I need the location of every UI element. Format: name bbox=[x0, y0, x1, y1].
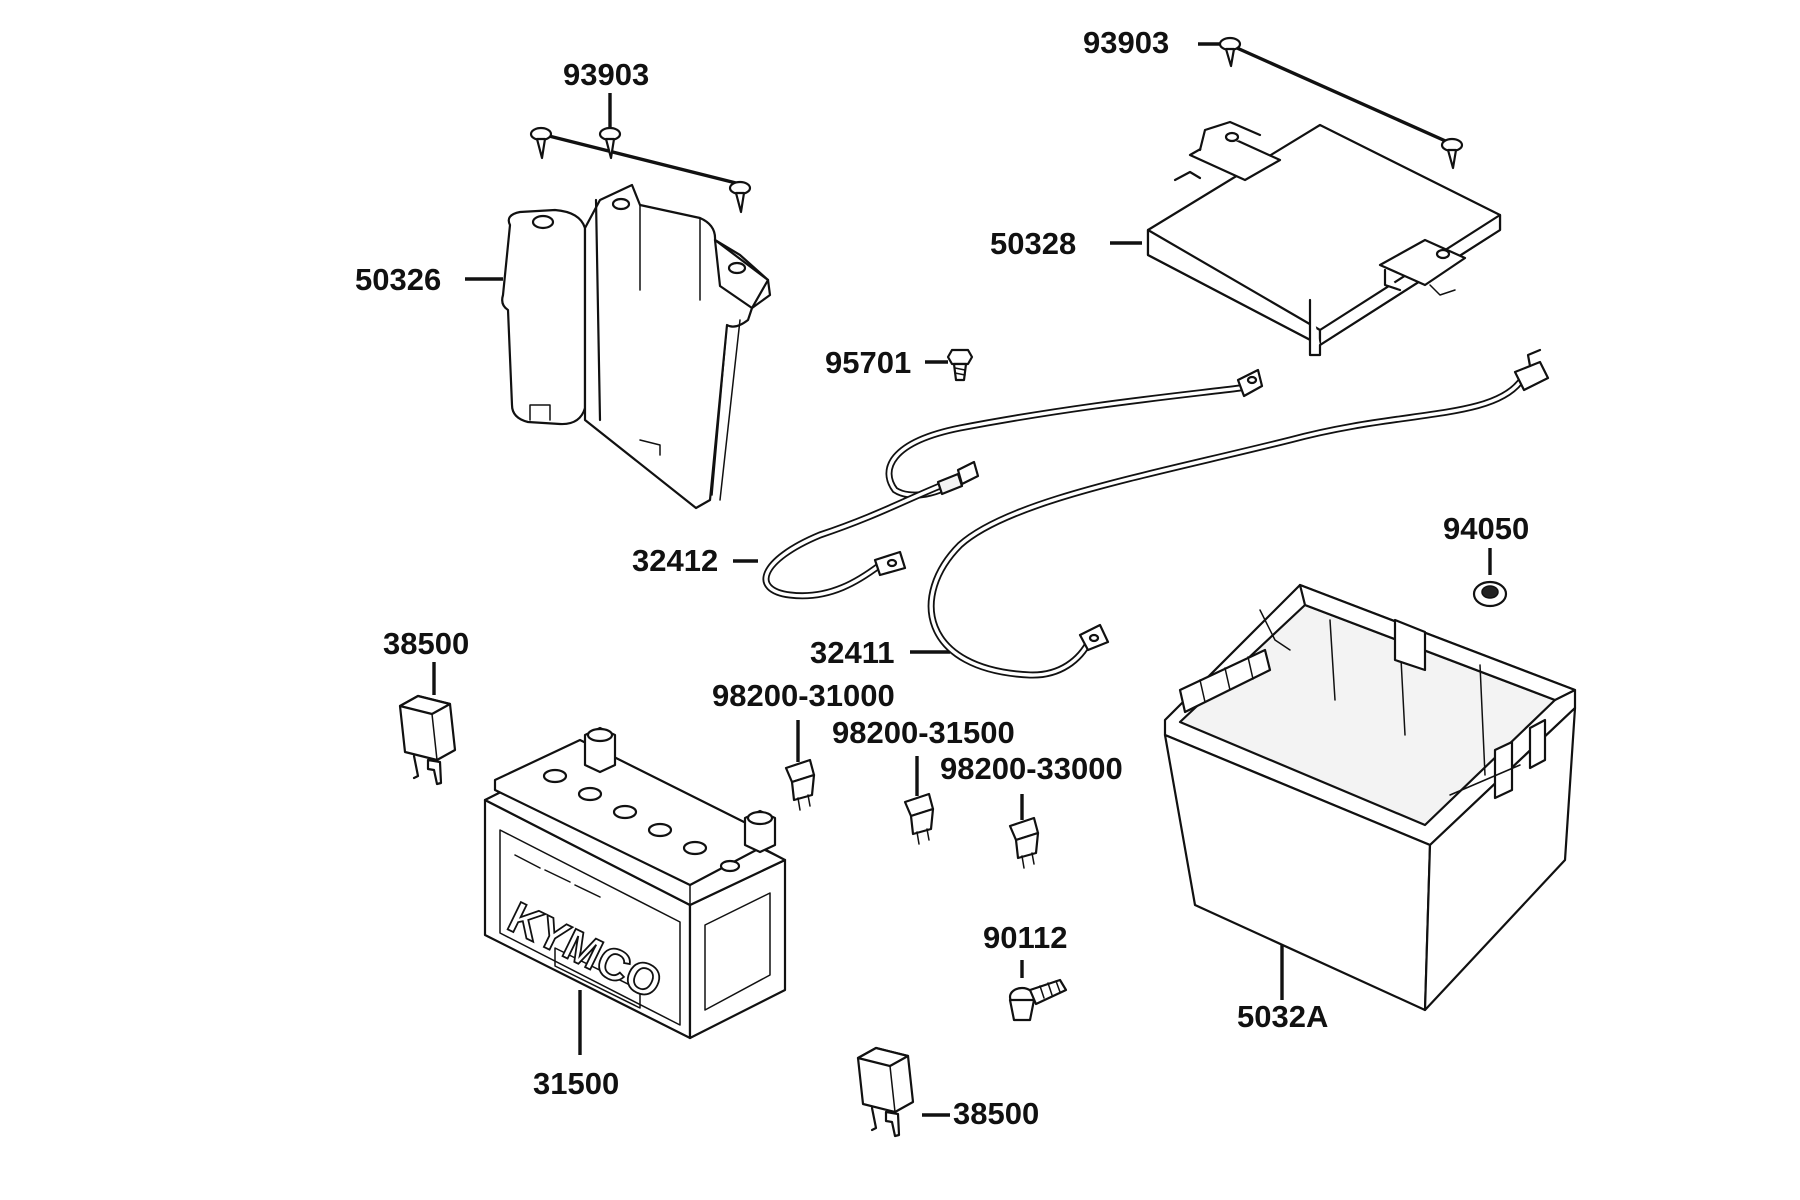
callout-50326: 50326 bbox=[355, 262, 441, 297]
screw-leader-line-right bbox=[1227, 42, 1451, 145]
screw-leader-line bbox=[544, 133, 741, 186]
battery-cable-32412 bbox=[733, 368, 1264, 600]
screw-93903-c bbox=[728, 180, 752, 214]
nut-94050 bbox=[1472, 548, 1508, 608]
screw-93903-e bbox=[1440, 137, 1464, 170]
battery-bracket-50328 bbox=[1110, 120, 1502, 357]
fuse-98200-33000 bbox=[1008, 794, 1040, 869]
relay-38500-top bbox=[398, 662, 457, 786]
callout-32411: 32411 bbox=[810, 635, 895, 670]
fuse-98200-31000 bbox=[784, 720, 816, 811]
screw-93903-d bbox=[1218, 36, 1242, 68]
screw-group-93903-left bbox=[529, 93, 752, 214]
callout-98200-33000: 98200-33000 bbox=[940, 751, 1123, 786]
fuse-98200-31500 bbox=[903, 756, 935, 845]
bolt-90112 bbox=[1008, 960, 1068, 1022]
callout-98200-31500: 98200-31500 bbox=[832, 715, 1015, 750]
callout-95701: 95701 bbox=[825, 345, 911, 380]
callout-93903-right: 93903 bbox=[1083, 25, 1169, 60]
screw-93903-a bbox=[529, 126, 553, 160]
battery-cable-32411 bbox=[910, 348, 1550, 679]
battery-box-5032A bbox=[1163, 583, 1577, 1012]
callout-38500-top: 38500 bbox=[383, 626, 469, 661]
callout-32412: 32412 bbox=[632, 543, 718, 578]
callout-93903-left: 93903 bbox=[563, 57, 649, 92]
bolt-95701 bbox=[925, 348, 974, 382]
callout-94050: 94050 bbox=[1443, 511, 1529, 546]
screw-group-93903-right bbox=[1198, 36, 1464, 170]
relay-38500-bottom bbox=[856, 1046, 950, 1138]
callout-90112: 90112 bbox=[983, 920, 1068, 955]
callout-31500: 31500 bbox=[533, 1066, 619, 1101]
callout-38500-bottom: 38500 bbox=[953, 1096, 1039, 1131]
callout-5032A: 5032A bbox=[1237, 999, 1328, 1034]
battery-31500: KYMCO bbox=[483, 726, 787, 1055]
callout-50328: 50328 bbox=[990, 226, 1076, 261]
callout-labels: 93903 93903 50326 50328 95701 32412 3241… bbox=[355, 25, 1529, 1131]
callout-98200-31000: 98200-31000 bbox=[712, 678, 895, 713]
battery-cover-50326 bbox=[465, 183, 772, 510]
screw-93903-b bbox=[598, 126, 622, 160]
